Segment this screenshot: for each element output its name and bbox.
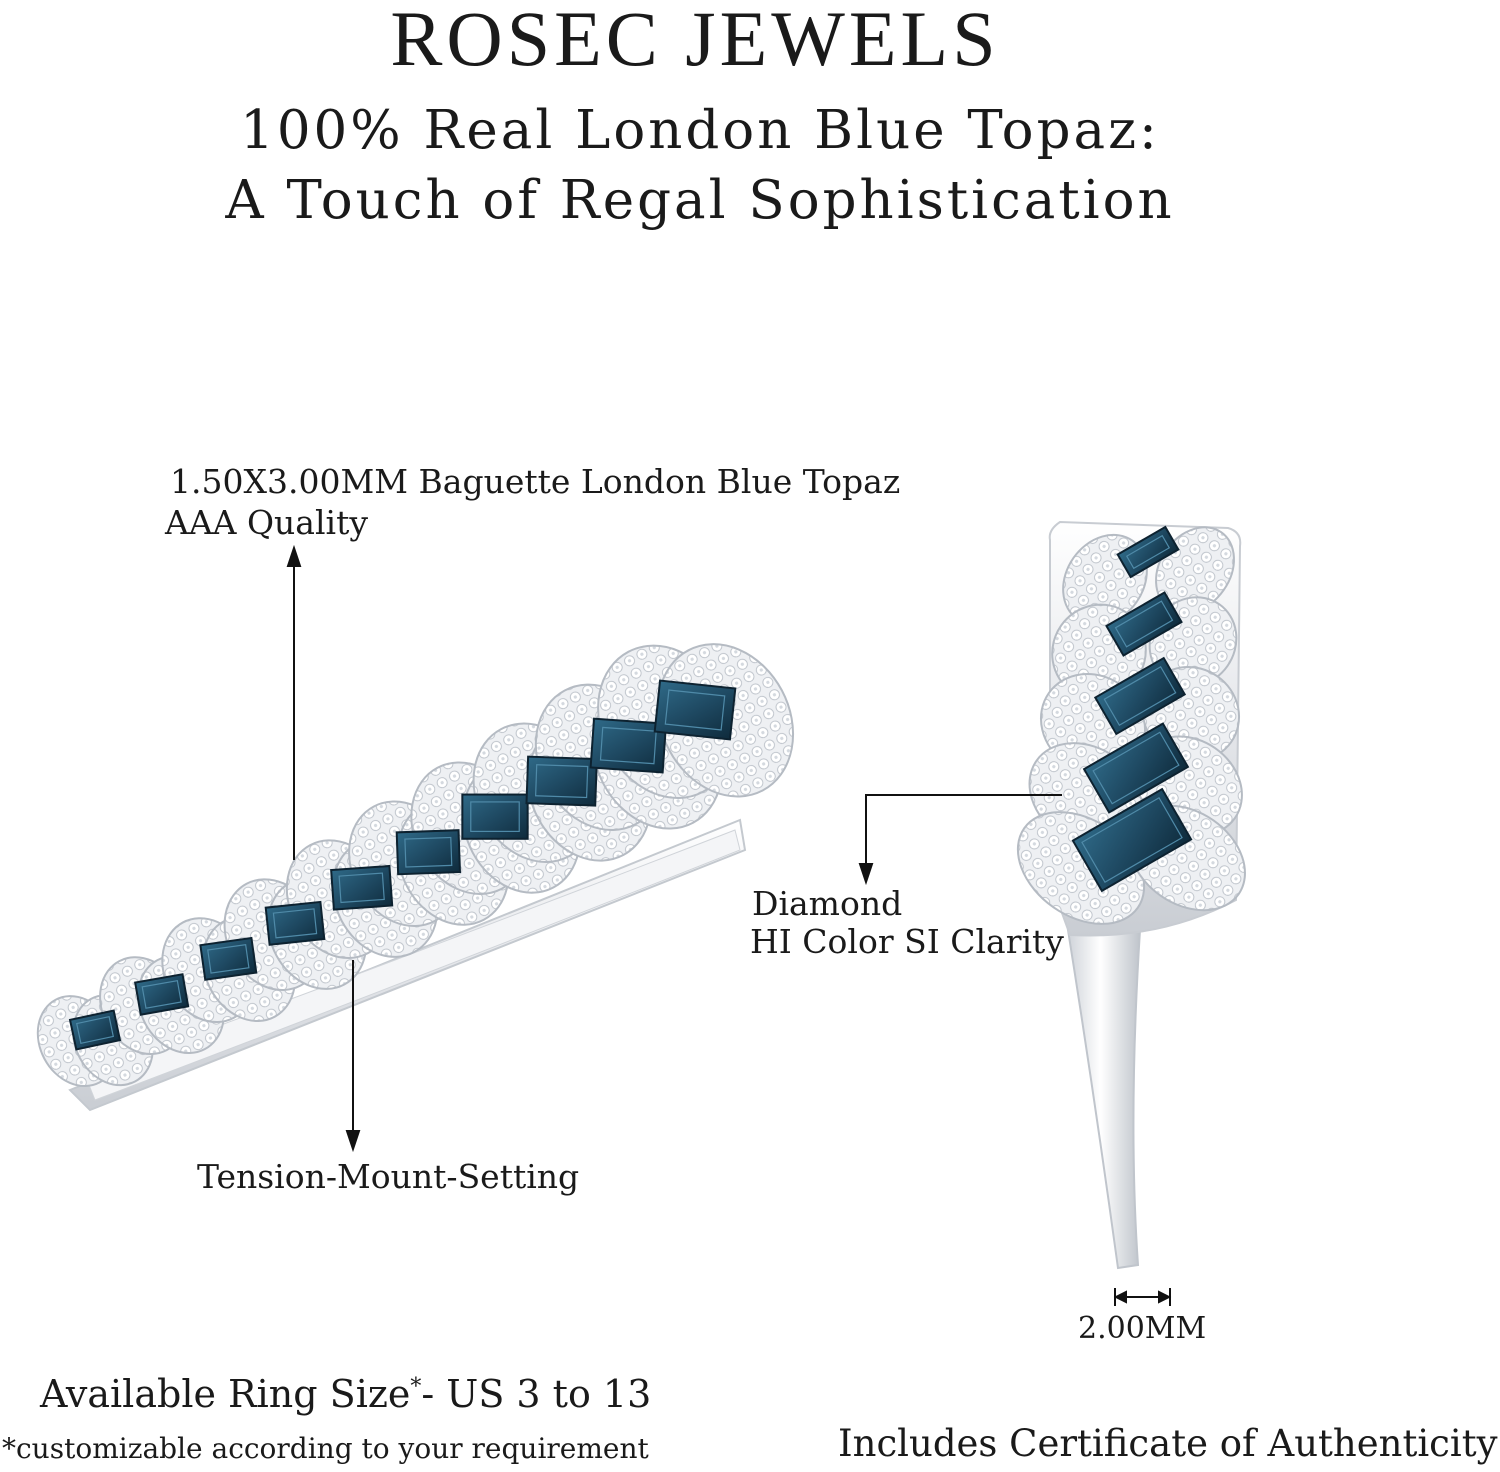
baguette-stone	[395, 829, 462, 876]
ring-size-line: Available Ring Size*- US 3 to 13	[40, 1372, 651, 1416]
baguette-facet	[664, 689, 726, 731]
customization-note: *customizable according to your requirem…	[2, 1432, 649, 1465]
baguette-stone	[68, 1009, 122, 1051]
baguette-facet	[1081, 797, 1183, 883]
certificate-text: Includes Certificate of Authenticity	[838, 1422, 1498, 1465]
baguette-facet	[207, 944, 250, 974]
baguette-stone	[330, 864, 394, 911]
baguette-stone	[1116, 525, 1180, 579]
baguette-stone	[1093, 656, 1187, 736]
diamond-label-line-2: HI Color SI Clarity	[750, 922, 1064, 961]
ring-size-label: Available Ring Size	[40, 1372, 411, 1416]
baguette-stone	[1082, 722, 1190, 814]
baguette-facet	[404, 836, 453, 868]
left-ring-baguettes	[68, 679, 737, 1051]
baguette-stone	[589, 717, 668, 774]
diamond-leader-line	[865, 794, 1062, 868]
setting-arrowhead	[345, 1130, 361, 1153]
baguette-facet	[272, 908, 318, 939]
brand-title: ROSEC JEWELS	[390, 0, 1000, 82]
baguette-facet	[1103, 665, 1177, 727]
topaz-label-line-2: AAA Quality	[165, 503, 368, 542]
baguette-facet	[75, 1015, 115, 1045]
baguette-facet	[599, 726, 657, 765]
ring-size-range: - US 3 to 13	[421, 1372, 652, 1416]
baguette-facet	[1125, 534, 1171, 570]
left-ring	[36, 643, 795, 1112]
baguette-facet	[141, 979, 182, 1009]
baguette-stone	[1071, 787, 1193, 893]
baguette-facet	[1114, 600, 1174, 648]
baguette-facet	[470, 801, 520, 833]
width-arrow-right	[1158, 1290, 1172, 1304]
headline-line-1: 100% Real London Blue Topaz:	[240, 100, 1160, 161]
topaz-arrowhead	[286, 544, 302, 567]
right-ring-shank	[1066, 929, 1142, 1270]
topaz-label-line-1: 1.50X3.00MM Baguette London Blue Topaz	[170, 462, 901, 501]
baguette-stone	[461, 793, 529, 840]
ring-size-asterisk: *	[410, 1374, 422, 1400]
baguette-stone	[134, 973, 190, 1016]
headline-line-2: A Touch of Regal Sophistication	[225, 170, 1175, 231]
diamond-label-line-1: Diamond	[752, 884, 903, 923]
baguette-facet	[1092, 731, 1180, 805]
baguette-stone	[199, 936, 258, 981]
left-ring-inner	[84, 829, 741, 1101]
baguette-stone	[525, 755, 598, 807]
width-arrow-left	[1113, 1290, 1127, 1304]
right-ring	[1016, 520, 1246, 1270]
setting-label: Tension-Mount-Setting	[197, 1157, 580, 1196]
right-ring-baguettes	[1071, 525, 1193, 893]
baguette-facet	[338, 872, 385, 904]
band-width-label: 2.00MM	[1078, 1311, 1207, 1346]
diamond-arrowhead	[858, 863, 874, 886]
baguette-stone	[1105, 591, 1183, 657]
baguette-facet	[535, 764, 589, 799]
